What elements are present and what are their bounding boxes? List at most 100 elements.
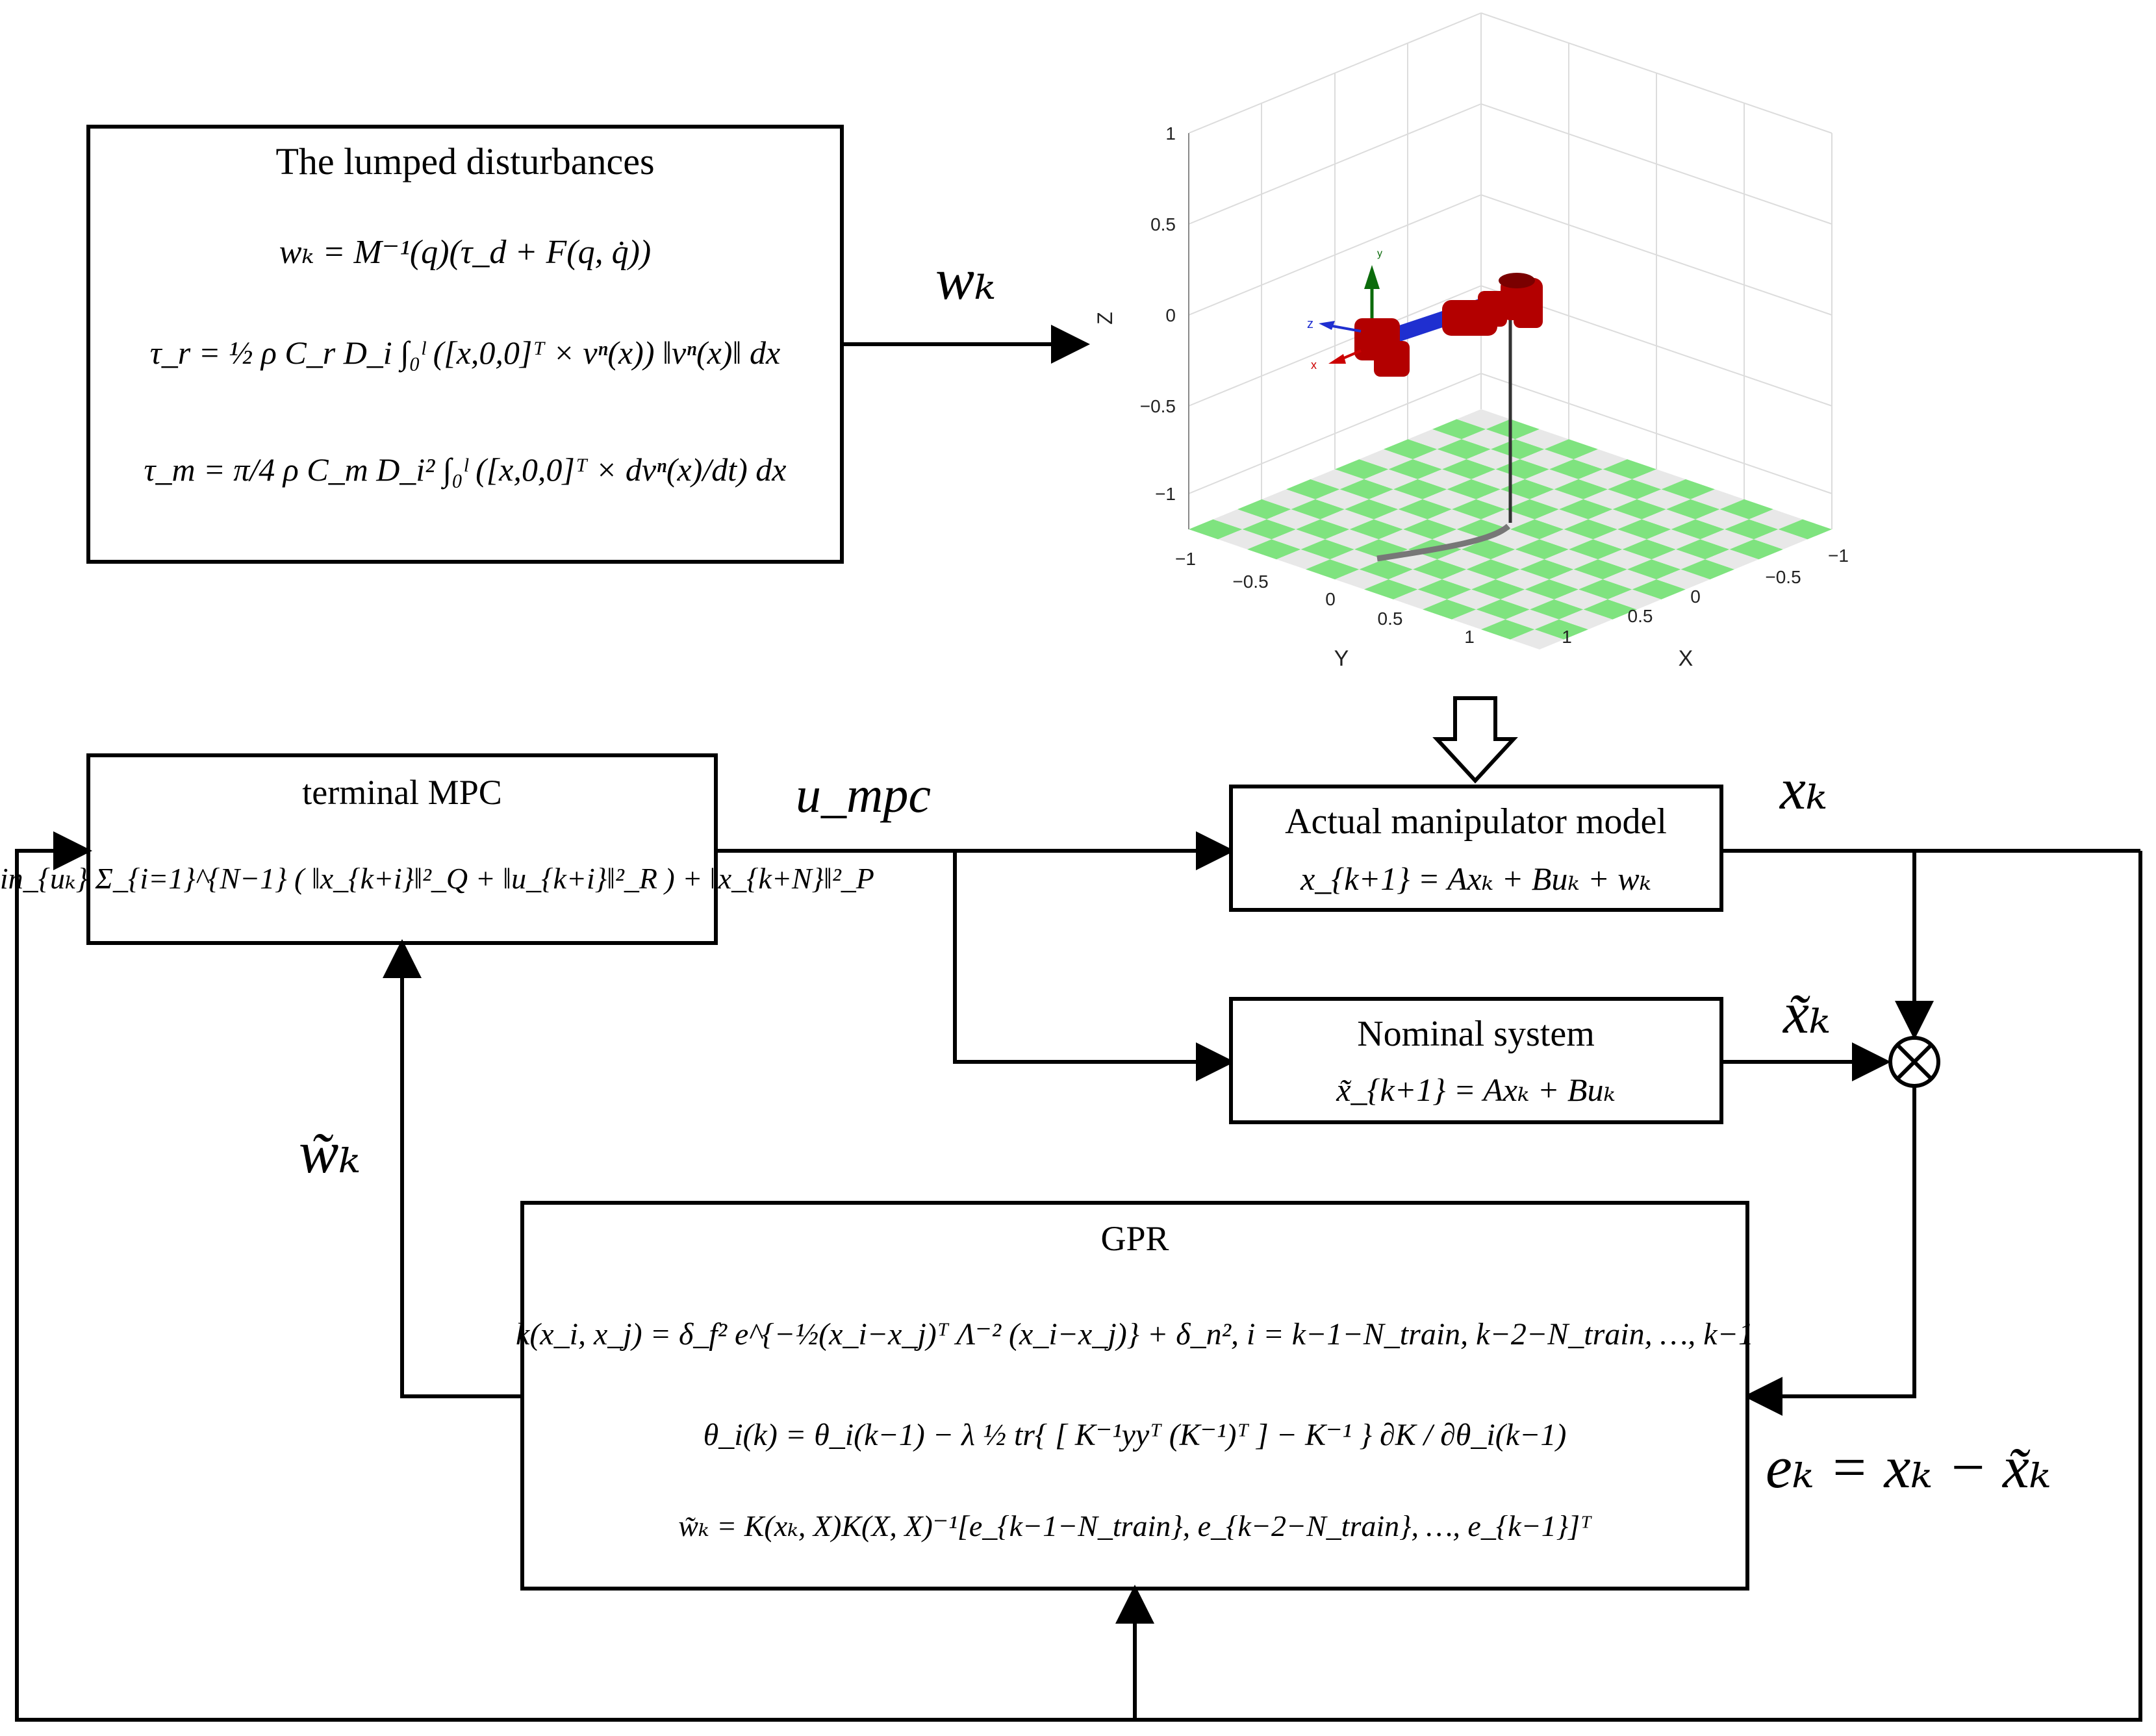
w-tilde-label: w̃ₖ bbox=[299, 1119, 361, 1185]
disturbance-eq-wk: wₖ = M⁻¹(q)(τ_d + F(q, q̇)) bbox=[279, 234, 651, 271]
xk-label: xₖ bbox=[1779, 757, 1827, 822]
z-tick: 1 bbox=[1165, 123, 1176, 144]
floor-tile bbox=[1432, 419, 1486, 440]
x-axis-label: X bbox=[1679, 646, 1693, 671]
floor-tile bbox=[1510, 519, 1564, 540]
floor-tile bbox=[1671, 519, 1725, 540]
x-tick: 1 bbox=[1562, 627, 1572, 647]
floor-tile bbox=[1705, 549, 1759, 570]
floor-tile bbox=[1476, 599, 1530, 620]
y-tick: 0 bbox=[1325, 589, 1336, 609]
floor-tile bbox=[1598, 549, 1652, 570]
floor-tile bbox=[1515, 429, 1569, 449]
floor-tile bbox=[1462, 539, 1516, 560]
floor-tile bbox=[1520, 559, 1574, 580]
gpr-title: GPR bbox=[1100, 1219, 1169, 1258]
floor-tile bbox=[1627, 559, 1681, 580]
gpr-hyperparam-eq: θ_i(k) = θ_i(k−1) − λ ½ tr{ [ K⁻¹yyᵀ (K⁻… bbox=[704, 1418, 1567, 1452]
disturbance-eq-tau-m: τ_m = π/4 ρ C_m D_i² ∫₀ˡ ([x,0,0]ᵀ × dvⁿ… bbox=[144, 451, 787, 490]
error-to-gpr bbox=[1744, 1086, 1916, 1416]
floor-tile bbox=[1622, 539, 1676, 560]
floor-tile bbox=[1291, 499, 1345, 520]
floor-tile bbox=[1364, 469, 1418, 490]
floor-tile bbox=[1544, 439, 1598, 460]
floor-tile bbox=[1486, 419, 1540, 440]
floor-tile bbox=[1339, 479, 1393, 499]
actual-model-box: Actual manipulator model x_{k+1} = Axₖ +… bbox=[1229, 785, 1723, 912]
nominal-title: Nominal system bbox=[1357, 1014, 1595, 1054]
floor-tile bbox=[1442, 459, 1496, 479]
floor-tile bbox=[1369, 489, 1423, 510]
floor-tile bbox=[1242, 519, 1296, 540]
robot-3d-plot: 1 0.5 0 −0.5 −1 Z −1 −0.5 0 0.5 1 −1 −0.… bbox=[1093, 12, 1849, 671]
floor-tile bbox=[1330, 549, 1384, 570]
floor-tile bbox=[1403, 519, 1457, 540]
floor-tile bbox=[1408, 429, 1462, 449]
floor-tile bbox=[1495, 569, 1549, 590]
floor-tile bbox=[1700, 529, 1754, 549]
floor-tile bbox=[1642, 509, 1695, 529]
floor-tile bbox=[1491, 549, 1545, 570]
floor-tile bbox=[1525, 469, 1579, 490]
state-feedback-loop bbox=[15, 831, 2142, 1722]
floor-tile bbox=[1213, 509, 1267, 529]
floor-tile bbox=[1423, 489, 1477, 510]
nominal-system-box: Nominal system x̃_{k+1} = Axₖ + Buₖ bbox=[1229, 997, 1723, 1124]
floor-tile bbox=[1725, 519, 1779, 540]
floor-tile bbox=[1315, 489, 1369, 510]
floor-tile bbox=[1676, 539, 1730, 560]
floor-tile bbox=[1247, 539, 1301, 560]
joint bbox=[1354, 278, 1543, 377]
floor-tile bbox=[1189, 519, 1243, 540]
x-tilde-label: x̃ₖ bbox=[1782, 981, 1831, 1046]
floor-tile bbox=[1452, 609, 1506, 630]
floor-tile bbox=[1417, 469, 1471, 490]
floor-tile bbox=[1349, 519, 1403, 540]
floor-tile bbox=[1632, 469, 1686, 490]
floor-tile bbox=[1481, 509, 1535, 529]
floor-tile bbox=[1237, 499, 1291, 520]
floor-tile bbox=[1466, 559, 1520, 580]
floor-tile bbox=[1515, 539, 1569, 560]
umpc-label: u_mpc bbox=[796, 766, 931, 823]
floor-tile bbox=[1534, 509, 1588, 529]
floor-tile bbox=[1608, 589, 1662, 610]
floor-tile bbox=[1452, 499, 1506, 520]
gpr-box: GPR k(x_i, x_j) = δ_f² e^{−½(x_i−x_j)ᵀ Λ… bbox=[516, 1201, 1754, 1591]
floor-tile bbox=[1335, 569, 1389, 590]
nominal-eq: x̃_{k+1} = Axₖ + Buₖ bbox=[1336, 1072, 1615, 1108]
y-tick: 1 bbox=[1464, 627, 1475, 647]
checkered-floor bbox=[1189, 409, 1832, 649]
floor-tile bbox=[1608, 479, 1662, 499]
floor-tile bbox=[1647, 529, 1701, 549]
floor-tile bbox=[1300, 539, 1354, 560]
floor-tile bbox=[1413, 559, 1467, 580]
z-tick: −0.5 bbox=[1140, 396, 1176, 416]
actual-model-eq: x_{k+1} = Axₖ + Buₖ + wₖ bbox=[1300, 861, 1651, 897]
x-tick: 0 bbox=[1690, 586, 1701, 607]
floor-tile bbox=[1544, 549, 1598, 570]
floor-tile bbox=[1603, 569, 1656, 590]
floor-tile bbox=[1559, 499, 1613, 520]
floor-tile bbox=[1525, 579, 1579, 599]
floor-trajectory bbox=[1376, 523, 1511, 562]
floor-tile bbox=[1476, 489, 1530, 510]
floor-tile bbox=[1466, 449, 1520, 470]
y-tick: 0.5 bbox=[1378, 609, 1403, 629]
z-tick: 0.5 bbox=[1150, 214, 1176, 234]
floor-tile bbox=[1583, 599, 1637, 620]
floor-tile bbox=[1393, 479, 1447, 499]
floor-tile bbox=[1617, 519, 1671, 540]
floor-tile bbox=[1398, 499, 1452, 520]
floor-tile bbox=[1417, 579, 1471, 599]
floor-tile bbox=[1310, 469, 1364, 490]
floor-tile bbox=[1651, 549, 1705, 570]
gpr-kernel-eq: k(x_i, x_j) = δ_f² e^{−½(x_i−x_j)ᵀ Λ⁻² (… bbox=[516, 1317, 1754, 1352]
floor-tile bbox=[1359, 449, 1413, 470]
floor-tile bbox=[1286, 479, 1340, 499]
floor-tile bbox=[1306, 559, 1360, 580]
floor-tile bbox=[1554, 589, 1608, 610]
joint-cap bbox=[1499, 273, 1535, 288]
actual-model-title: Actual manipulator model bbox=[1285, 801, 1667, 842]
floor-tile bbox=[1437, 439, 1491, 460]
